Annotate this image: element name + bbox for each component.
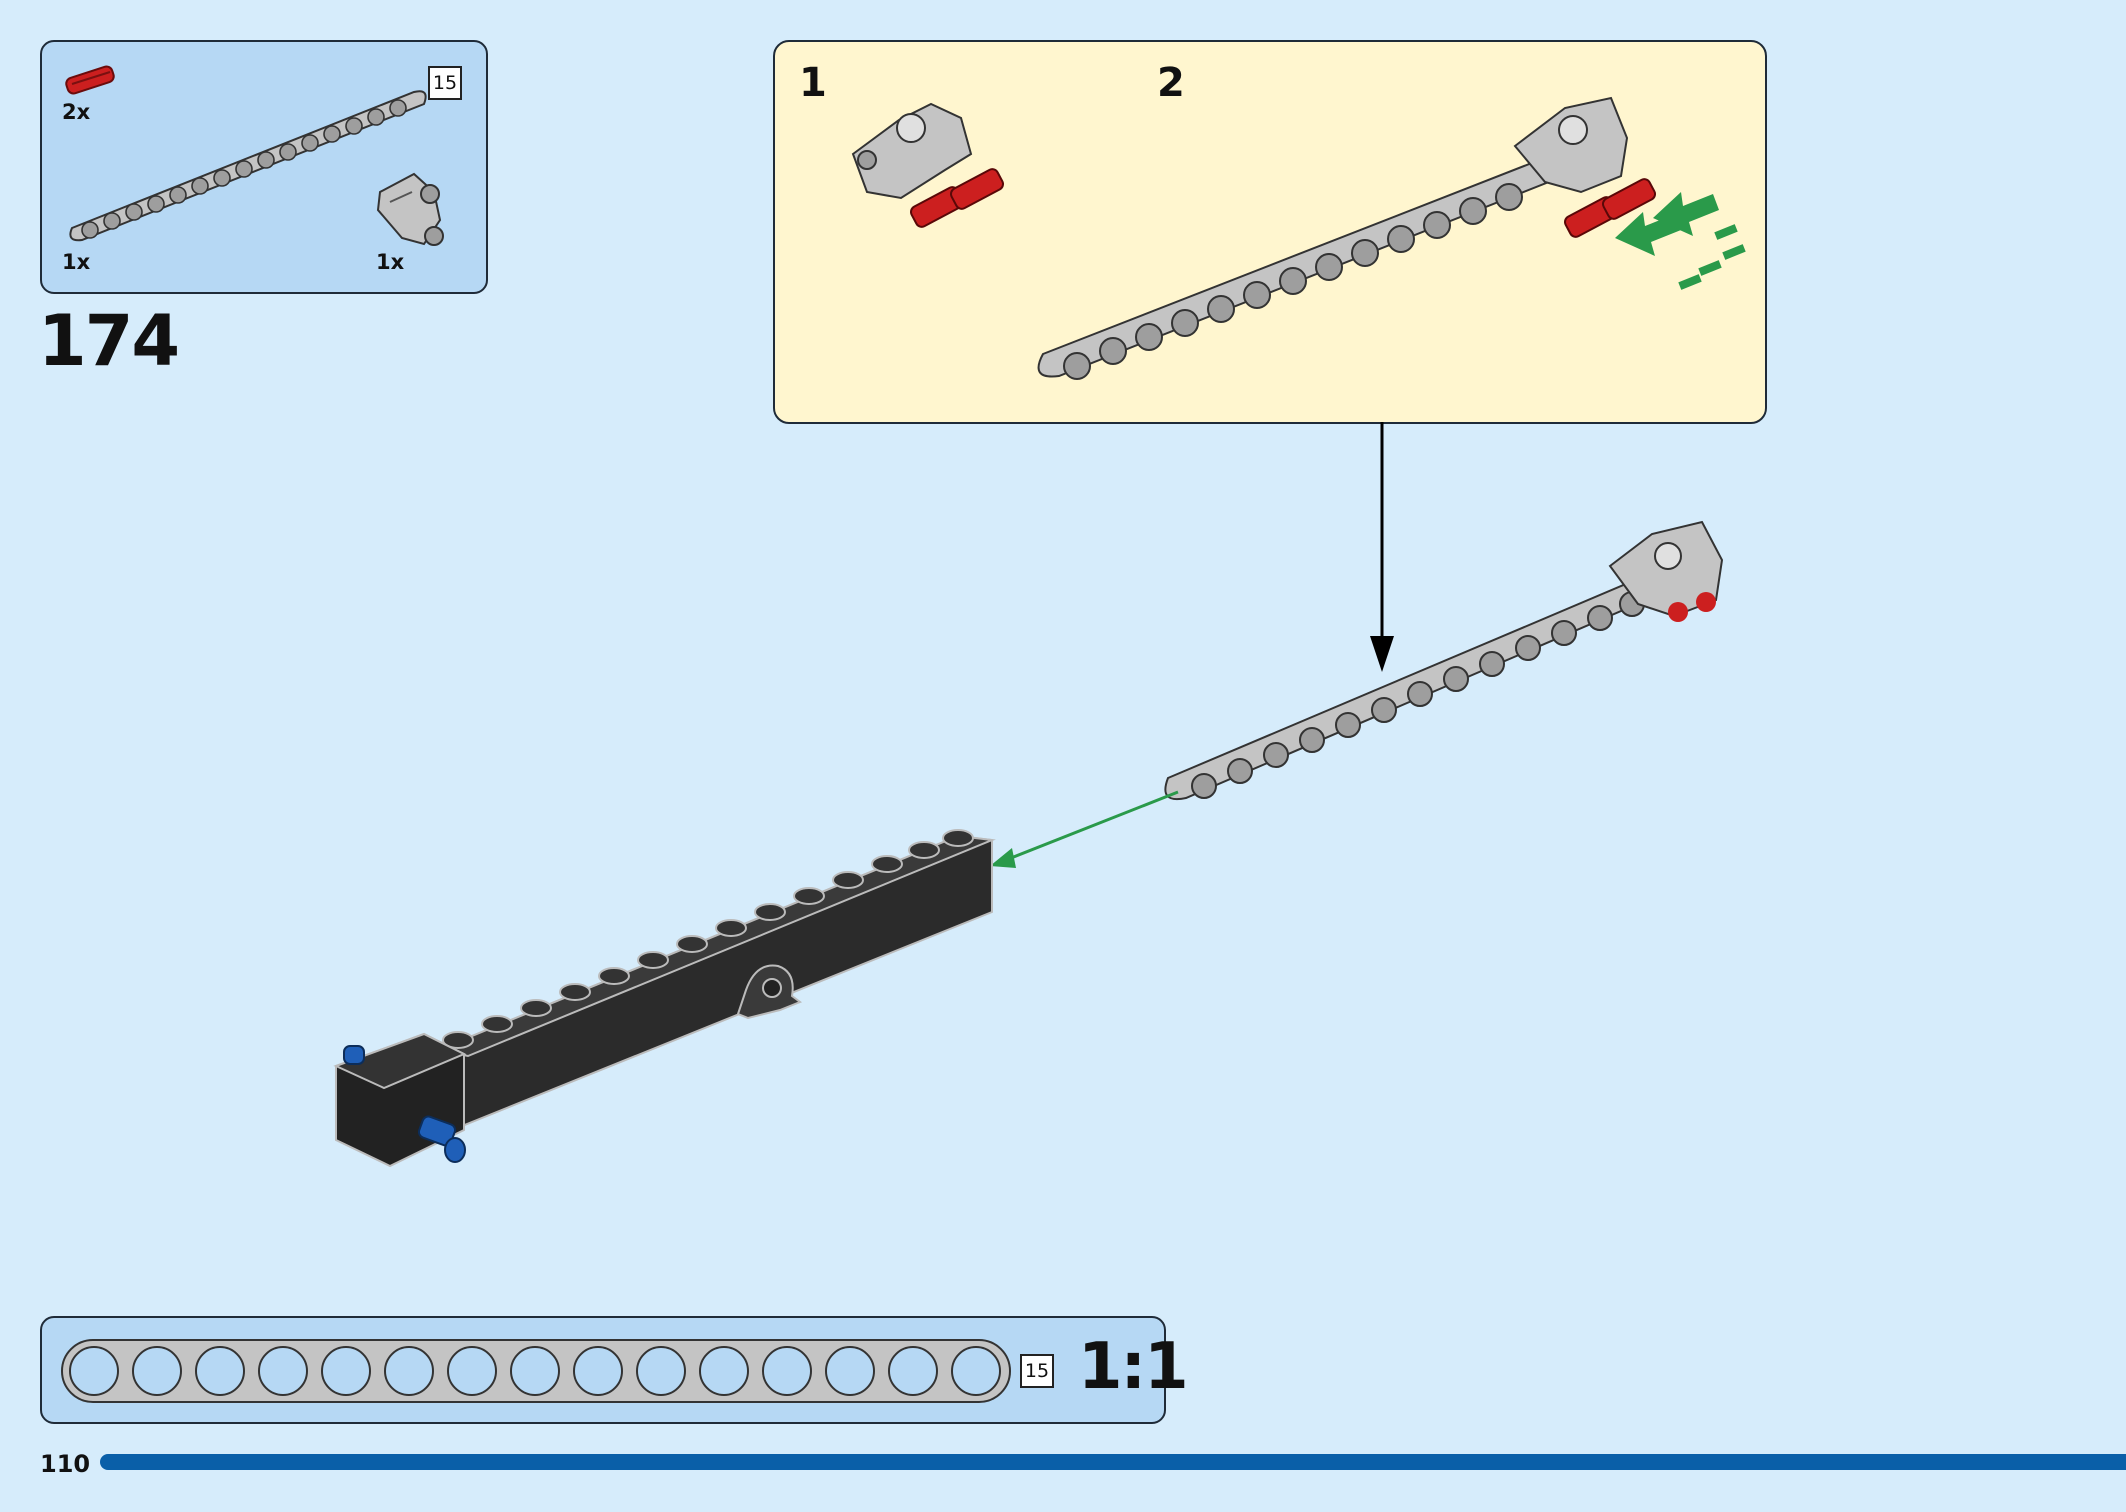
step-number: 174 [38, 300, 180, 382]
black-brick-assembly-icon [333, 829, 996, 1168]
part-quantity: 1x [62, 250, 91, 274]
part-quantity: 2x [62, 100, 91, 124]
beam-with-connector-icon [1037, 96, 1657, 380]
scale-ruler-box: 15 1:1 [40, 1316, 1189, 1424]
insert-arrow-icon [1615, 192, 1746, 290]
parts-list-illustration [65, 65, 444, 246]
connect-arrow-icon [990, 790, 1179, 868]
sub-step-number: 1 [799, 60, 827, 106]
placement-arrow-icon [1370, 422, 1394, 672]
grey-angle-connector-icon [376, 172, 444, 246]
red-axle-pin-icon [65, 65, 115, 95]
scale-label: 1:1 [1078, 1330, 1189, 1404]
length-badge: 15 [428, 66, 462, 100]
sub-step-number: 2 [1157, 60, 1185, 106]
assembled-beam-icon [1164, 520, 1724, 800]
length-badge: 15 [1020, 1354, 1054, 1388]
parts-list-box: 2x 15 1x 1x [40, 40, 488, 294]
page-number: 110 [40, 1450, 91, 1478]
beam-ruler-illustration [61, 1339, 1011, 1403]
grey-beam-icon [69, 90, 427, 242]
page-progress-bar [100, 1454, 2126, 1470]
sub-assembly-callout: 1 2 [773, 40, 1767, 424]
part-quantity: 1x [376, 250, 405, 274]
angle-connector-with-pins-icon [851, 102, 1005, 228]
sub-assembly-illustration [851, 96, 1746, 380]
